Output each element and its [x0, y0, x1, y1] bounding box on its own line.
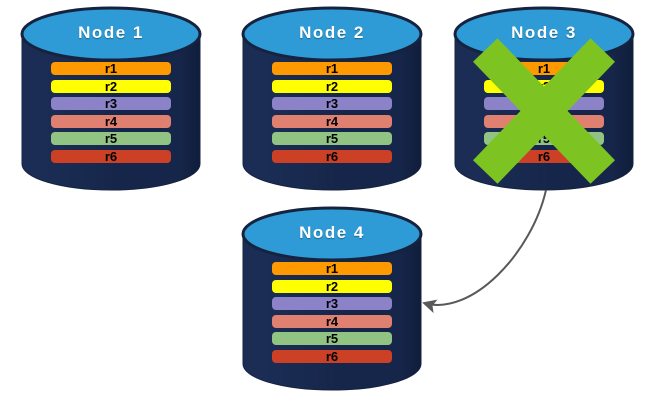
node-1-row-r1[interactable]: r1	[51, 61, 171, 76]
node-2-row-r6[interactable]: r6	[272, 148, 392, 164]
node-4-row-r5[interactable]: r5	[272, 331, 392, 346]
node-4-row-r4-label: r4	[325, 313, 339, 329]
node-4-row-r6[interactable]: r6	[272, 348, 392, 364]
node-2-row-r5-label: r5	[325, 131, 339, 146]
node-1-row-r2[interactable]: r2	[51, 78, 171, 94]
node-2-row-r6-label: r6	[325, 148, 339, 164]
node-2-row-r4[interactable]: r4	[272, 113, 392, 129]
node-2-cylinder-top	[241, 6, 423, 62]
node-1-row-r4[interactable]: r4	[51, 113, 171, 129]
node-2-row-r3[interactable]: r3	[272, 96, 392, 111]
node-2-rows: r1 r2 r3 r4 r5 r6	[243, 62, 421, 163]
node-4-row-r2-label: r2	[325, 278, 339, 294]
node-4-row-r2[interactable]: r2	[272, 278, 392, 294]
node-1-cylinder-top	[20, 6, 202, 62]
node-4-row-r3[interactable]: r3	[272, 296, 392, 311]
node-1-row-r3[interactable]: r3	[51, 96, 171, 111]
node-4-row-r1[interactable]: r1	[272, 261, 392, 276]
node-1-rows: r1 r2 r3 r4 r5 r6	[22, 62, 200, 163]
node-1-row-r6[interactable]: r6	[51, 148, 171, 164]
node-2-row-r1-label: r1	[325, 61, 339, 76]
replication-arrow-path	[422, 189, 547, 314]
node-4-row-r6-label: r6	[325, 348, 339, 364]
node-4-rows: r1 r2 r3 r4 r5 r6	[243, 262, 421, 363]
node-1-row-r5[interactable]: r5	[51, 131, 171, 146]
node-1-row-r3-label: r3	[104, 96, 118, 111]
node-2-row-r3-label: r3	[325, 96, 339, 111]
node-2-row-r4-label: r4	[325, 113, 339, 129]
node-1-row-r5-label: r5	[104, 131, 118, 146]
node-2-row-r5[interactable]: r5	[272, 131, 392, 146]
node-1-row-r4-label: r4	[104, 113, 118, 129]
node-4-row-r5-label: r5	[325, 331, 339, 346]
node-4-row-r4[interactable]: r4	[272, 313, 392, 329]
node-1-row-r2-label: r2	[104, 78, 118, 94]
node-2-row-r2-label: r2	[325, 78, 339, 94]
node-1-row-r6-label: r6	[104, 148, 118, 164]
node-4-cylinder-top	[241, 206, 423, 262]
node-2-row-r1[interactable]: r1	[272, 61, 392, 76]
node-4-row-r1-label: r1	[325, 261, 339, 276]
node-1-row-r1-label: r1	[104, 61, 118, 76]
node-2-row-r2[interactable]: r2	[272, 78, 392, 94]
node-4-row-r3-label: r3	[325, 296, 339, 311]
